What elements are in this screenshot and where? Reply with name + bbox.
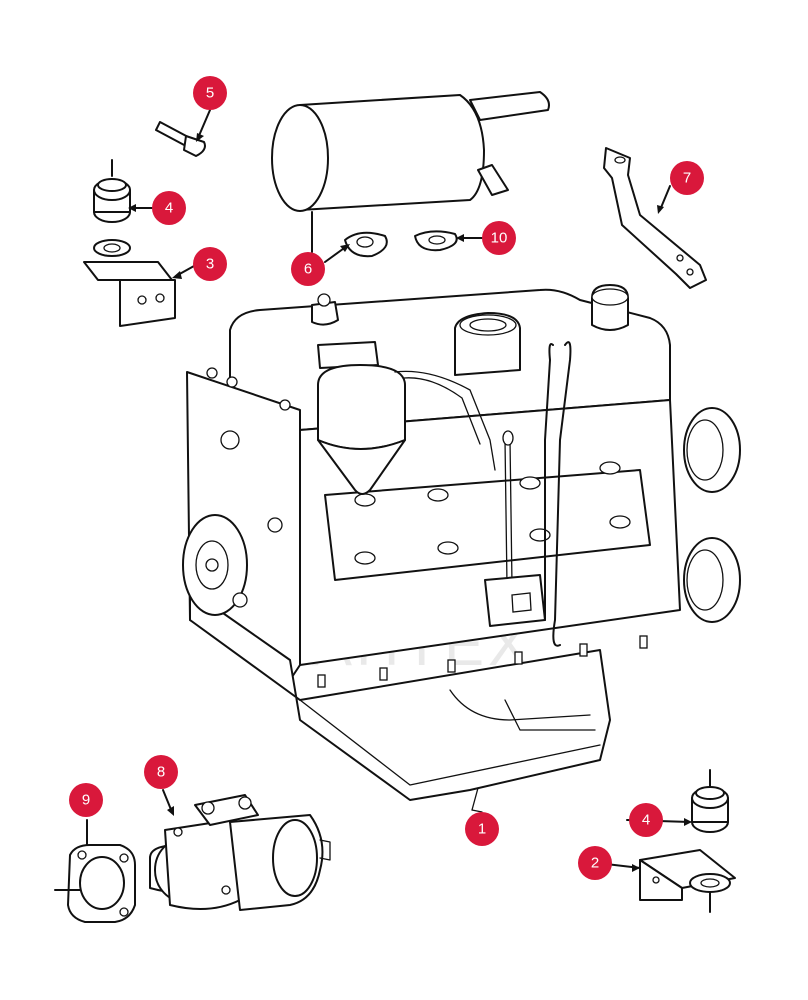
callout-number: 1 bbox=[478, 821, 486, 838]
callout-number: 9 bbox=[82, 792, 90, 809]
flange-bolts bbox=[317, 635, 648, 688]
callout-badge bbox=[670, 161, 704, 195]
callout-badge bbox=[193, 247, 227, 281]
starter-flange-plate bbox=[54, 844, 136, 923]
mounting-bracket-right bbox=[639, 849, 736, 913]
callout-number: 7 bbox=[683, 170, 691, 187]
callout-badge bbox=[69, 783, 103, 817]
mounting-bracket-left bbox=[83, 239, 176, 327]
starter-motor bbox=[149, 794, 331, 911]
callout-number: 2 bbox=[591, 855, 599, 872]
callout-number: 4 bbox=[165, 200, 173, 217]
callout-7[interactable]: 7 bbox=[670, 161, 704, 195]
callout-number: 3 bbox=[206, 256, 214, 273]
engine-block bbox=[182, 284, 741, 801]
callout-badge bbox=[144, 755, 178, 789]
callout-number: 4 bbox=[642, 812, 650, 829]
callout-number: 6 bbox=[304, 261, 312, 278]
callout-number: 10 bbox=[491, 230, 508, 247]
rubber-mount-upper bbox=[93, 159, 131, 223]
callout-badge bbox=[193, 76, 227, 110]
crank-pulleys bbox=[683, 407, 741, 623]
fuel-filter bbox=[317, 341, 496, 495]
callout-3[interactable]: 3 bbox=[193, 247, 227, 281]
callout-number: 8 bbox=[157, 764, 165, 781]
callout-10[interactable]: 10 bbox=[482, 221, 516, 255]
callout-badge bbox=[291, 252, 325, 286]
support-strap bbox=[603, 147, 707, 289]
flange-gasket bbox=[414, 230, 458, 252]
callout-4-lower[interactable]: 4 bbox=[629, 803, 663, 837]
callout-8[interactable]: 8 bbox=[144, 755, 178, 789]
callout-2[interactable]: 2 bbox=[578, 846, 612, 880]
exhaust-silencer bbox=[271, 91, 550, 212]
exhaust-flange-gasket bbox=[344, 231, 388, 258]
callout-9[interactable]: 9 bbox=[69, 783, 103, 817]
rubber-mount-lower bbox=[691, 769, 729, 833]
callout-number: 5 bbox=[206, 85, 214, 102]
callout-badge bbox=[482, 221, 516, 255]
stud-bolt bbox=[155, 121, 206, 157]
callout-badge bbox=[629, 803, 663, 837]
flywheel-hub bbox=[182, 514, 248, 616]
callout-badge bbox=[578, 846, 612, 880]
callout-1[interactable]: 1 bbox=[465, 812, 499, 846]
callout-4-upper[interactable]: 4 bbox=[152, 191, 186, 225]
callout-badge bbox=[465, 812, 499, 846]
callout-6[interactable]: 6 bbox=[291, 252, 325, 286]
callout-badge bbox=[152, 191, 186, 225]
callout-5[interactable]: 5 bbox=[193, 76, 227, 110]
manifold-ports bbox=[354, 461, 631, 565]
